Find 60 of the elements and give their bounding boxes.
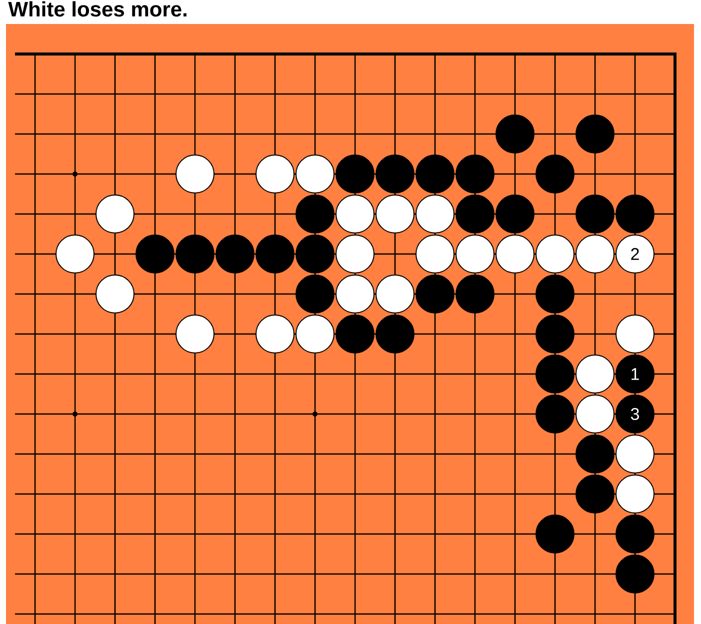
go-stone bbox=[96, 194, 134, 234]
go-stone bbox=[616, 554, 654, 594]
go-stone bbox=[496, 234, 534, 274]
go-stone bbox=[376, 314, 414, 354]
go-stone bbox=[456, 154, 494, 194]
go-stone bbox=[536, 154, 574, 194]
go-stone bbox=[576, 114, 614, 154]
go-stone bbox=[616, 514, 654, 554]
go-stone bbox=[456, 194, 494, 234]
go-stone bbox=[536, 514, 574, 554]
go-stone bbox=[416, 194, 454, 234]
go-stone bbox=[296, 154, 334, 194]
go-stone bbox=[416, 234, 454, 274]
go-stone bbox=[376, 154, 414, 194]
go-stone bbox=[616, 194, 654, 234]
go-stone bbox=[256, 314, 294, 354]
go-stone bbox=[576, 474, 614, 514]
go-stone bbox=[296, 314, 334, 354]
go-stone bbox=[176, 234, 214, 274]
go-stone bbox=[256, 234, 294, 274]
go-stone bbox=[416, 274, 454, 314]
go-stone: 2 bbox=[616, 234, 654, 274]
go-stone bbox=[296, 234, 334, 274]
go-stone bbox=[536, 354, 574, 394]
title: White loses more. bbox=[8, 1, 186, 17]
go-stone bbox=[296, 194, 334, 234]
go-stone bbox=[616, 434, 654, 474]
go-stone bbox=[176, 314, 214, 354]
go-stone bbox=[496, 194, 534, 234]
go-stone bbox=[216, 234, 254, 274]
go-stone bbox=[456, 274, 494, 314]
go-stone: 1 bbox=[616, 354, 654, 394]
go-stone bbox=[56, 234, 94, 274]
go-stone bbox=[616, 314, 654, 354]
go-stone bbox=[416, 154, 454, 194]
go-stone: 3 bbox=[616, 394, 654, 434]
go-stone bbox=[496, 114, 534, 154]
go-stone bbox=[376, 194, 414, 234]
go-stone bbox=[336, 274, 374, 314]
go-stone bbox=[576, 434, 614, 474]
go-stone bbox=[296, 274, 334, 314]
go-stone bbox=[576, 234, 614, 274]
go-stone bbox=[536, 394, 574, 434]
go-stone bbox=[576, 194, 614, 234]
go-stone bbox=[456, 234, 494, 274]
go-stone bbox=[536, 314, 574, 354]
go-stone bbox=[576, 394, 614, 434]
go-stone bbox=[96, 274, 134, 314]
go-stone bbox=[336, 234, 374, 274]
go-stone bbox=[376, 274, 414, 314]
go-stone bbox=[336, 314, 374, 354]
go-stone bbox=[536, 274, 574, 314]
go-stone bbox=[336, 154, 374, 194]
go-stone bbox=[176, 154, 214, 194]
go-stone bbox=[536, 234, 574, 274]
go-stone bbox=[136, 234, 174, 274]
go-stone bbox=[336, 194, 374, 234]
go-stone bbox=[616, 474, 654, 514]
go-stone bbox=[256, 154, 294, 194]
go-stone bbox=[576, 354, 614, 394]
